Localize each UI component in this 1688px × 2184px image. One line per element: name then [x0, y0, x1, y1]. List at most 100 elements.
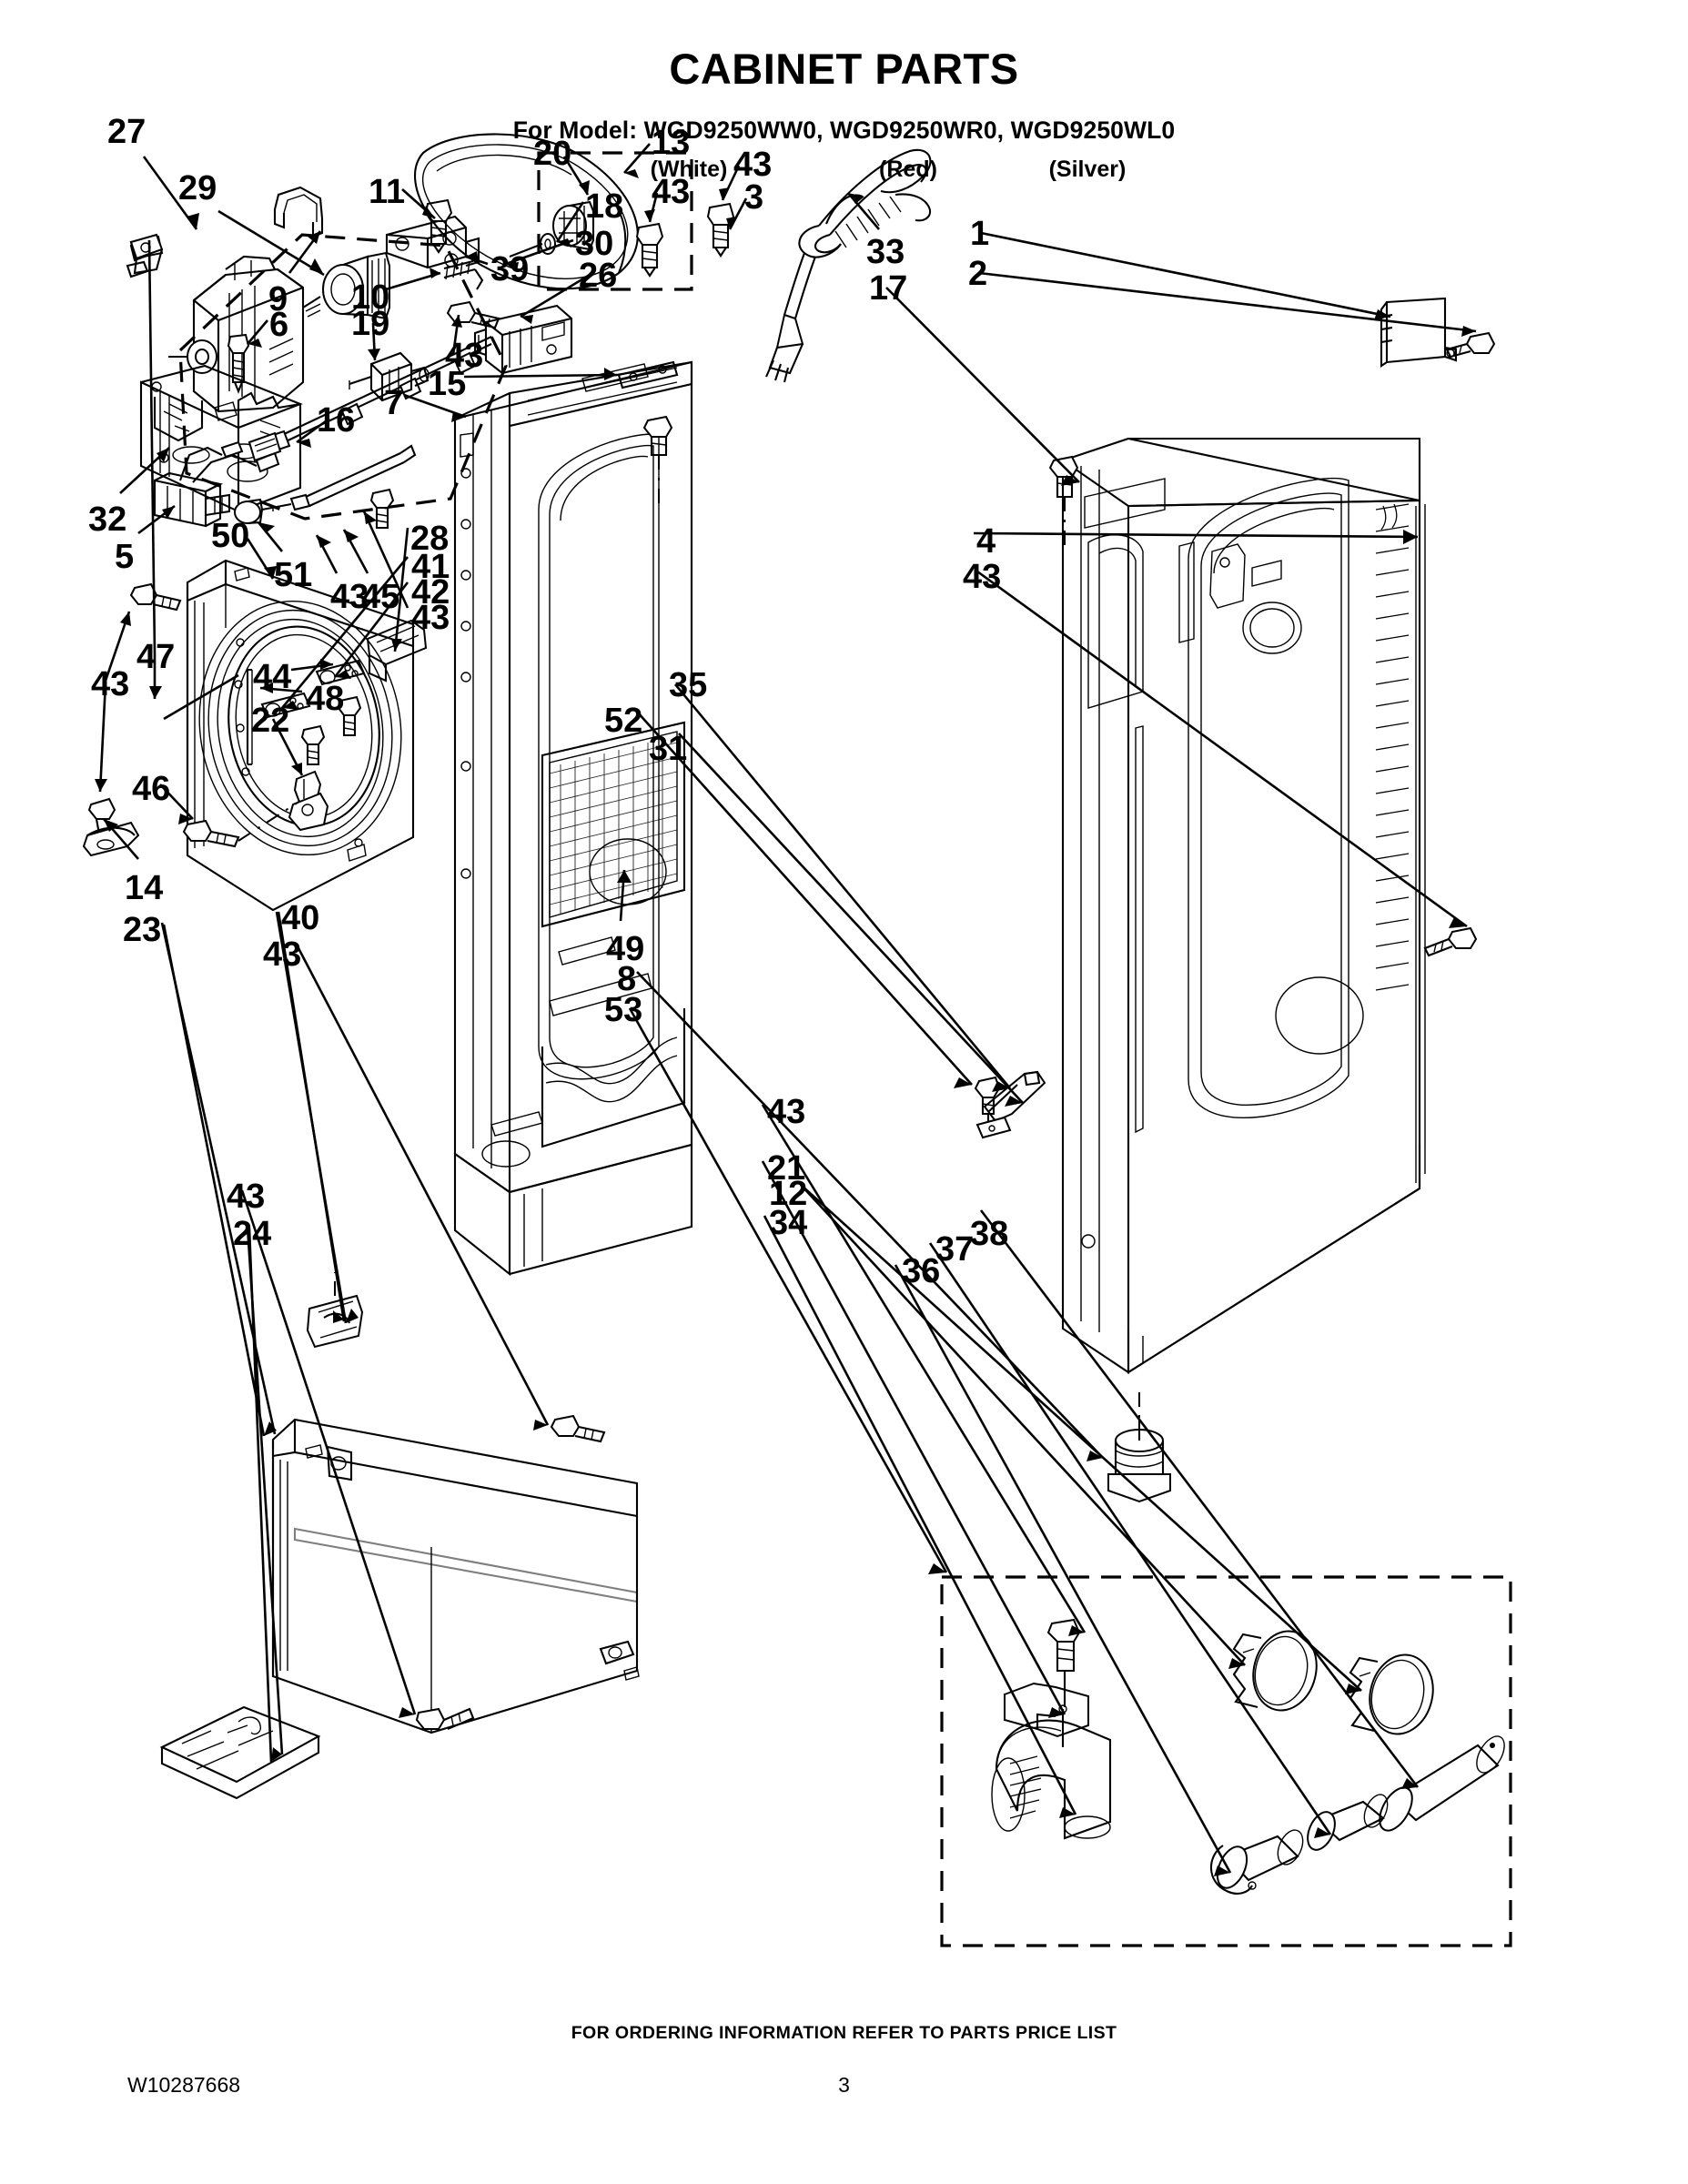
callout-number-29: 29 — [178, 169, 217, 207]
leader-50 — [246, 538, 275, 580]
callout-number-44: 44 — [253, 658, 292, 696]
duct-38 — [1379, 1735, 1505, 1832]
drive-motor-assembly — [168, 255, 321, 413]
callout-number-27: 27 — [107, 113, 147, 151]
callout-number-53: 53 — [604, 991, 643, 1029]
cover-plate-24 — [159, 1705, 321, 1800]
vent-cap-a — [1232, 1630, 1318, 1712]
coupler-37 — [1307, 1794, 1389, 1851]
vent-plate-21 — [1004, 1682, 1089, 1747]
screw-43-cover — [415, 1707, 475, 1730]
screw-11 — [424, 198, 453, 254]
screw-43-console — [446, 300, 500, 329]
duct-elbow-34 — [991, 1719, 1112, 1840]
callout-number-45: 45 — [361, 578, 400, 616]
vent-kit-boundary — [940, 1575, 1512, 1947]
blower-housing-32 — [139, 364, 303, 513]
bracket-47 — [126, 233, 164, 278]
callout-number-34: 34 — [769, 1204, 808, 1242]
callout-number-35: 35 — [669, 666, 708, 704]
callout-number-4: 4 — [976, 522, 996, 561]
screw-43-vent — [1046, 1618, 1081, 1707]
callout-number-14: 14 — [125, 869, 164, 907]
callout-number-23: 23 — [123, 911, 162, 949]
callout-number-51: 51 — [274, 556, 313, 594]
callout-number-10: 10 — [351, 278, 390, 317]
callout-number-16: 16 — [317, 401, 356, 440]
callout-number-40: 40 — [281, 899, 320, 937]
callout-number-17: 17 — [869, 269, 908, 308]
heater-bracket-35 — [983, 1070, 1046, 1123]
cabinet-front-7 — [453, 360, 693, 1277]
callout-number-43: 43 — [767, 1093, 806, 1131]
clamp-14 — [82, 797, 140, 857]
callout-number-39: 39 — [490, 250, 530, 288]
callout-number-19: 19 — [351, 305, 390, 343]
callout-number-28: 28 — [410, 520, 450, 558]
callout-number-31: 31 — [649, 730, 688, 768]
callout-number-43: 43 — [963, 558, 1002, 596]
leader-lines — [95, 143, 1477, 1876]
ordering-note: FOR ORDERING INFORMATION REFER TO PARTS … — [571, 2023, 1117, 2043]
page-number: 3 — [838, 2073, 850, 2097]
leader-47-to-door — [163, 673, 239, 721]
callout-number-5: 5 — [115, 538, 135, 576]
callout-number-15: 15 — [428, 365, 467, 403]
screw-6 — [227, 333, 250, 394]
spring-10 — [443, 259, 484, 290]
callout-number-22: 22 — [251, 702, 290, 740]
callout-number-8: 8 — [617, 960, 637, 998]
callout-number-43: 43 — [227, 1178, 266, 1216]
callout-number-13: 13 — [652, 124, 691, 162]
callout-number-43: 43 — [445, 337, 484, 375]
callout-number-3: 3 — [744, 178, 764, 217]
door-strike-40 — [306, 1272, 364, 1349]
callout-number-46: 46 — [132, 770, 171, 808]
color-label-silver: (Silver) — [1048, 157, 1127, 182]
callout-number-26: 26 — [579, 257, 618, 295]
screw-46 — [182, 800, 301, 848]
callout-number-43: 43 — [652, 173, 691, 211]
vent-cap-b — [1349, 1653, 1434, 1735]
screw-3 — [706, 202, 735, 258]
model-list: For Model: WGD9250WW0, WGD9250WR0, WGD92… — [512, 116, 1176, 144]
callout-number-43: 43 — [263, 935, 302, 974]
roller-51 — [234, 444, 417, 525]
callout-number-47: 47 — [136, 638, 176, 676]
color-label-red: (Red) — [879, 157, 937, 182]
toe-panel-23 — [271, 1418, 640, 1734]
callout-number-24: 24 — [233, 1215, 272, 1253]
callout-number-50: 50 — [211, 517, 250, 555]
callout-number-52: 52 — [604, 702, 643, 740]
callout-number-32: 32 — [88, 500, 127, 539]
screw-hw-3 — [369, 488, 395, 530]
callout-number-43: 43 — [330, 578, 369, 616]
callout-number-20: 20 — [533, 135, 572, 173]
callout-number-43: 43 — [733, 146, 773, 184]
callout-number-41: 41 — [411, 548, 450, 586]
callout-number-49: 49 — [606, 930, 645, 968]
callout-number-18: 18 — [585, 187, 624, 226]
power-cord-33 — [765, 148, 932, 383]
page-title: CABINET PARTS — [669, 45, 1019, 93]
callout-number-9: 9 — [268, 280, 288, 318]
screw-43-right-top — [1048, 455, 1079, 553]
callout-number-30: 30 — [575, 225, 614, 263]
callout-number-1: 1 — [970, 215, 990, 253]
screw-43-top-a — [635, 222, 664, 278]
wire-clip-9 — [273, 186, 324, 238]
control-block-26 — [473, 304, 573, 375]
callout-number-7: 7 — [384, 384, 404, 422]
cabinet-side-4 — [1061, 437, 1426, 1374]
thermostat-5 — [153, 440, 280, 528]
screw-hw-1 — [300, 724, 326, 766]
callout-number-11: 11 — [369, 173, 406, 211]
callout-number-12: 12 — [769, 1175, 808, 1213]
callout-number-33: 33 — [866, 233, 905, 271]
callout-number-48: 48 — [306, 680, 345, 718]
screw-43-door-top — [129, 582, 182, 612]
callout-number-38: 38 — [970, 1215, 1009, 1253]
access-panel-1 — [1380, 297, 1458, 368]
